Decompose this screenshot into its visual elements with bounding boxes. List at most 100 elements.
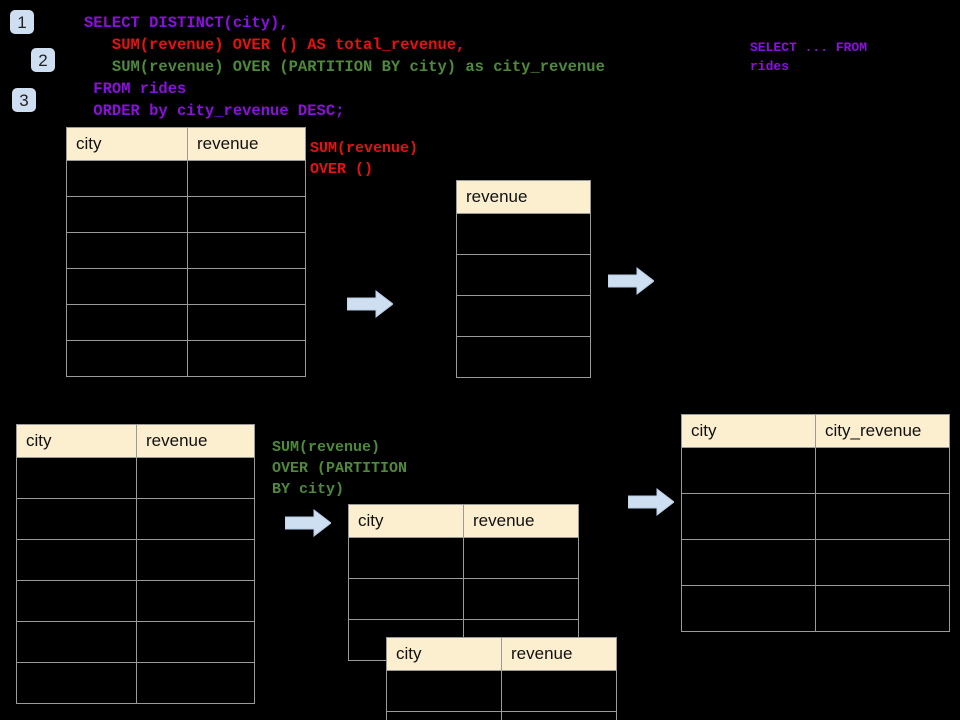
table-row — [66, 268, 306, 305]
table-cell-revenue — [463, 578, 579, 620]
table-row — [66, 196, 306, 233]
arrow-icon — [284, 508, 332, 538]
table-row — [456, 295, 591, 337]
table-cell-city — [681, 447, 816, 494]
table-row — [66, 160, 306, 197]
table-cell-revenue — [463, 537, 579, 579]
column-header-city: city — [386, 637, 502, 671]
table-cell-city — [16, 498, 137, 540]
column-header-revenue: revenue — [463, 504, 579, 538]
arrow-group-to-result — [627, 487, 675, 517]
table-row — [16, 457, 255, 499]
table-cell-revenue — [136, 457, 255, 499]
column-header-city: city — [681, 414, 816, 448]
table-cell-city — [66, 160, 188, 197]
table-cell-city — [348, 537, 464, 579]
table-row — [681, 539, 950, 586]
table-cell-revenue — [136, 621, 255, 663]
arrow-partition-to-group — [284, 508, 332, 538]
table-row — [348, 537, 579, 579]
select-from-rides-note: SELECT ... FROM rides — [750, 40, 868, 74]
table-cell-city — [16, 621, 137, 663]
table-cell-city — [66, 304, 188, 341]
table-row — [16, 580, 255, 622]
table-cell-city — [66, 196, 188, 233]
table-cell-city_revenue — [815, 493, 950, 540]
table-cell-revenue — [136, 539, 255, 581]
step-badge-3: 3 — [12, 88, 36, 112]
table-cell-revenue — [501, 670, 617, 712]
table-cell-revenue — [187, 340, 306, 377]
column-header-revenue: revenue — [187, 127, 306, 161]
table-cell-city — [66, 268, 188, 305]
table-cell-city_revenue — [815, 539, 950, 586]
table-row — [16, 539, 255, 581]
table-row — [681, 447, 950, 494]
table-cell-revenue — [136, 662, 255, 704]
table-row — [348, 578, 579, 620]
table-header-row: revenue — [456, 180, 591, 214]
sql-line-1: SELECT DISTINCT(city), — [84, 14, 289, 32]
table-row — [456, 254, 591, 296]
table-cell-city — [16, 457, 137, 499]
column-header-revenue: revenue — [456, 180, 591, 214]
arrow-source-to-total — [346, 289, 394, 319]
table-row — [16, 662, 255, 704]
sql-line-3: SUM(revenue) OVER (PARTITION BY city) as… — [111, 58, 605, 76]
column-header-city_revenue: city_revenue — [815, 414, 950, 448]
total-revenue-table: revenue — [456, 180, 591, 378]
arrow-icon — [627, 487, 675, 517]
table-row — [456, 336, 591, 378]
table-row — [66, 340, 306, 377]
table-cell-city — [681, 493, 816, 540]
table-row — [386, 670, 617, 712]
table-cell-city — [16, 580, 137, 622]
table-cell-city — [386, 670, 502, 712]
table-cell-revenue — [456, 336, 591, 378]
table-row — [681, 585, 950, 632]
table-row — [66, 232, 306, 269]
table-cell-revenue — [501, 711, 617, 720]
sum-over-empty-note: SUM(revenue) OVER () — [310, 140, 419, 178]
table-cell-revenue — [456, 213, 591, 255]
step-badge-2: 2 — [31, 48, 55, 72]
arrow-icon — [607, 266, 655, 296]
column-header-city: city — [16, 424, 137, 458]
column-header-revenue: revenue — [501, 637, 617, 671]
table-cell-revenue — [456, 295, 591, 337]
column-header-city: city — [348, 504, 464, 538]
table-cell-city — [386, 711, 502, 720]
table-row — [16, 498, 255, 540]
table-cell-city — [66, 232, 188, 269]
sql-line-5: ORDER by city_revenue DESC; — [93, 102, 345, 120]
table-row — [66, 304, 306, 341]
sql-line-4: FROM rides — [93, 80, 187, 98]
table-cell-city — [16, 662, 137, 704]
table-cell-revenue — [187, 232, 306, 269]
sql-line-2: SUM(revenue) OVER () AS total_revenue, — [111, 36, 466, 54]
table-cell-revenue — [187, 160, 306, 197]
table-cell-city — [66, 340, 188, 377]
table-row — [681, 493, 950, 540]
table-row — [456, 213, 591, 255]
table-cell-revenue — [187, 268, 306, 305]
column-header-revenue: revenue — [136, 424, 255, 458]
table-cell-city — [16, 539, 137, 581]
sql-query-block: SELECT DISTINCT(city), SUM(revenue) OVER … — [84, 12, 605, 122]
table-cell-revenue — [136, 498, 255, 540]
table-cell-city — [348, 578, 464, 620]
table-cell-revenue — [136, 580, 255, 622]
step-badge-1: 1 — [10, 10, 34, 34]
table-cell-revenue — [456, 254, 591, 296]
table-cell-city_revenue — [815, 447, 950, 494]
arrow-icon — [346, 289, 394, 319]
table-row — [386, 711, 617, 720]
table-cell-revenue — [187, 304, 306, 341]
